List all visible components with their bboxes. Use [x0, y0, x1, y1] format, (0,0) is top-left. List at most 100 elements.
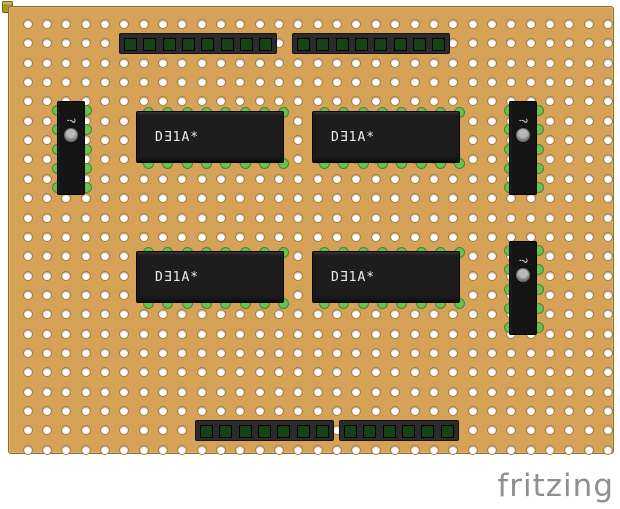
hole: [216, 57, 226, 68]
hole: [332, 193, 343, 204]
hole: [312, 96, 323, 107]
ic-label: DƎ1A*: [331, 129, 376, 145]
header-pin: [259, 37, 273, 51]
hole: [467, 77, 478, 88]
hole: [525, 77, 536, 88]
hole: [61, 57, 72, 68]
hole: [61, 367, 72, 378]
hole: [119, 135, 130, 146]
header-pin: [344, 424, 357, 438]
hole: [138, 406, 149, 416]
hole: [274, 367, 285, 378]
hole: [157, 444, 168, 455]
hole: [41, 38, 52, 49]
hole: [506, 406, 517, 416]
header-pin: [363, 424, 377, 438]
hole: [293, 347, 304, 358]
hole: [448, 328, 459, 339]
hole: [254, 19, 265, 29]
hole: [235, 367, 246, 378]
hole: [370, 347, 381, 358]
hole: [486, 173, 497, 184]
ic-chip-3[interactable]: DƎ1A*: [136, 251, 284, 303]
hole: [274, 19, 285, 29]
hole: [486, 406, 497, 416]
hole: [332, 406, 343, 416]
hole: [254, 309, 265, 320]
hole: [428, 444, 439, 455]
hole: [22, 406, 33, 416]
hole: [177, 57, 188, 68]
hole: [196, 19, 207, 29]
hole: [80, 328, 91, 339]
hole: [428, 57, 439, 68]
hole: [99, 77, 110, 88]
hole: [409, 367, 420, 378]
hole: [22, 231, 33, 242]
hole: [332, 19, 343, 29]
hole: [467, 19, 478, 29]
hole: [138, 386, 149, 397]
hole: [41, 289, 52, 300]
sip-module-right-top[interactable]: ?: [509, 101, 537, 195]
hole: [544, 367, 555, 378]
hole: [351, 96, 362, 107]
hole: [254, 173, 265, 184]
hole: [312, 367, 323, 378]
hole: [409, 347, 420, 358]
hole: [61, 231, 72, 242]
hole: [390, 386, 401, 397]
pin-header-top-right[interactable]: [292, 33, 451, 54]
hole: [467, 115, 478, 126]
hole: [293, 231, 304, 242]
hole: [467, 347, 478, 358]
hole: [138, 212, 149, 223]
ic-chip-2[interactable]: DƎ1A*: [312, 111, 460, 163]
hole: [603, 270, 613, 281]
header-pin: [258, 424, 272, 438]
hole: [61, 289, 72, 300]
hole: [99, 212, 110, 223]
hole: [177, 96, 188, 107]
hole: [312, 309, 323, 320]
hole: [564, 135, 575, 146]
hole: [61, 347, 72, 358]
hole: [177, 328, 188, 339]
hole: [274, 386, 285, 397]
hole: [138, 367, 149, 378]
hole: [603, 444, 613, 455]
hole: [41, 347, 52, 358]
hole: [525, 444, 536, 455]
pin-header-bottom-right[interactable]: [339, 420, 459, 441]
hole: [428, 406, 439, 416]
hole: [99, 251, 110, 262]
hole: [467, 251, 478, 262]
hole: [22, 328, 33, 339]
pin-header-top-left[interactable]: [119, 33, 278, 54]
hole: [196, 367, 207, 378]
sip-module-left[interactable]: ?: [57, 101, 85, 195]
hole: [467, 289, 478, 300]
pin-header-bottom-left[interactable]: [195, 420, 335, 441]
hole: [544, 96, 555, 107]
perfboard[interactable]: DƎ1A* DƎ1A* DƎ1A* DƎ1A* ? ? ?: [8, 6, 614, 455]
ic-chip-1[interactable]: DƎ1A*: [136, 111, 284, 163]
hole: [312, 231, 323, 242]
hole: [196, 444, 207, 455]
hole: [525, 38, 536, 49]
hole: [544, 115, 555, 126]
hole: [428, 212, 439, 223]
hole: [448, 57, 459, 68]
header-pin: [316, 37, 330, 51]
hole: [119, 386, 130, 397]
ic-chip-4[interactable]: DƎ1A*: [312, 251, 460, 303]
hole: [448, 96, 459, 107]
hole: [409, 193, 420, 204]
hole: [119, 115, 130, 126]
sip-module-right-mid[interactable]: ?: [509, 241, 537, 335]
header-pin: [440, 424, 454, 438]
hole: [235, 19, 246, 29]
hole: [564, 386, 575, 397]
hole: [274, 231, 285, 242]
hole: [583, 135, 594, 146]
